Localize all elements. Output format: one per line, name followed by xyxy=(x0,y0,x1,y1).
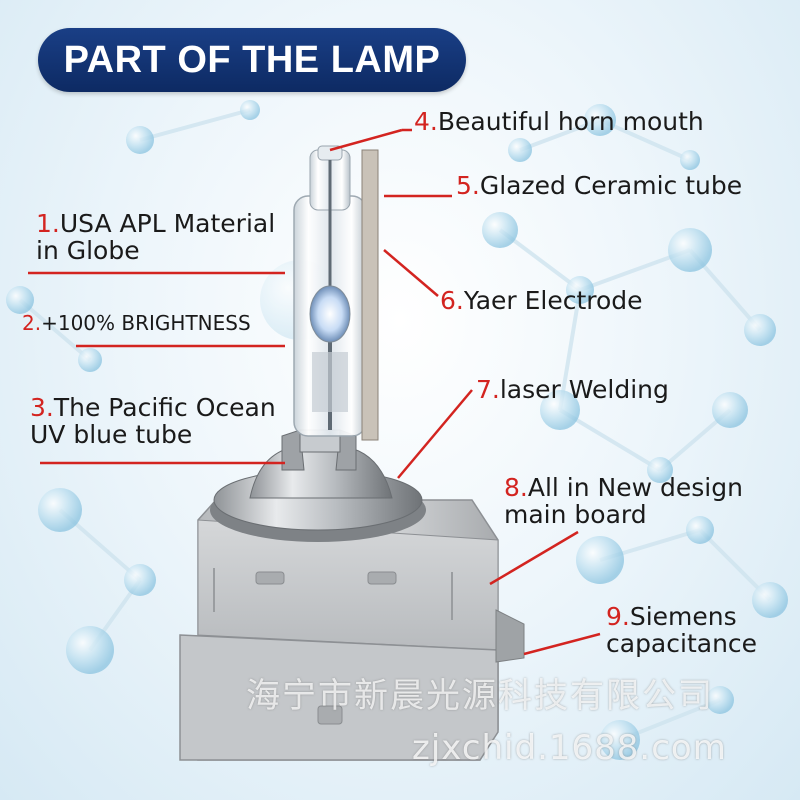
callout-6: 6.Yaer Electrode xyxy=(440,287,643,314)
leader-line-9 xyxy=(523,632,601,656)
lamp-base xyxy=(179,499,525,761)
callout-text: Glazed Ceramic tube xyxy=(479,171,743,200)
callout-8: 8.All in New design main board xyxy=(504,474,743,528)
leader-line-7 xyxy=(397,389,473,479)
callout-3: 3.The Pacific Ocean UV blue tube xyxy=(30,394,276,448)
callout-text: main board xyxy=(504,500,647,529)
callout-text: UV blue tube xyxy=(30,420,193,449)
company-watermark: 海宁市新晨光源科技有限公司 xyxy=(246,676,714,716)
callout-2: 2.+100% BRIGHTNESS xyxy=(22,310,251,337)
callout-text: capacitance xyxy=(606,629,758,658)
callout-number: 4. xyxy=(414,107,438,136)
glass-tube xyxy=(293,145,367,437)
callout-text: +100% BRIGHTNESS xyxy=(41,311,251,335)
callout-text: Siemens xyxy=(629,602,737,631)
callout-text: Beautiful horn mouth xyxy=(437,107,704,136)
callout-number: 3. xyxy=(30,393,54,422)
callout-number: 6. xyxy=(440,286,464,315)
callout-1: 1.USA APL Material in Globe xyxy=(36,210,275,264)
callout-7: 7.laser Welding xyxy=(476,376,669,403)
page-title: PART OF THE LAMP xyxy=(38,28,466,92)
leader-line-4 xyxy=(329,128,403,152)
leader-line-6 xyxy=(383,249,439,297)
callout-text: laser Welding xyxy=(499,375,669,404)
callout-text: All in New design xyxy=(527,473,743,502)
callout-number: 1. xyxy=(36,209,60,238)
callout-text: in Globe xyxy=(36,236,140,265)
lamp-holder xyxy=(210,429,426,542)
callout-text: USA APL Material xyxy=(59,209,276,238)
callout-9: 9.Siemens capacitance xyxy=(606,603,757,657)
callout-5: 5.Glazed Ceramic tube xyxy=(456,172,742,199)
callout-number: 8. xyxy=(504,473,528,502)
callout-number: 5. xyxy=(456,171,480,200)
callout-4: 4.Beautiful horn mouth xyxy=(414,108,704,135)
callout-number: 2. xyxy=(22,311,42,335)
callout-text: The Pacific Ocean xyxy=(53,393,276,422)
leader-line-8 xyxy=(489,530,579,586)
url-watermark: zjxchid.1688.com xyxy=(412,728,727,768)
callout-text: Yaer Electrode xyxy=(463,286,643,315)
ceramic-tube xyxy=(361,149,379,441)
callout-number: 7. xyxy=(476,375,500,404)
callout-number: 9. xyxy=(606,602,630,631)
